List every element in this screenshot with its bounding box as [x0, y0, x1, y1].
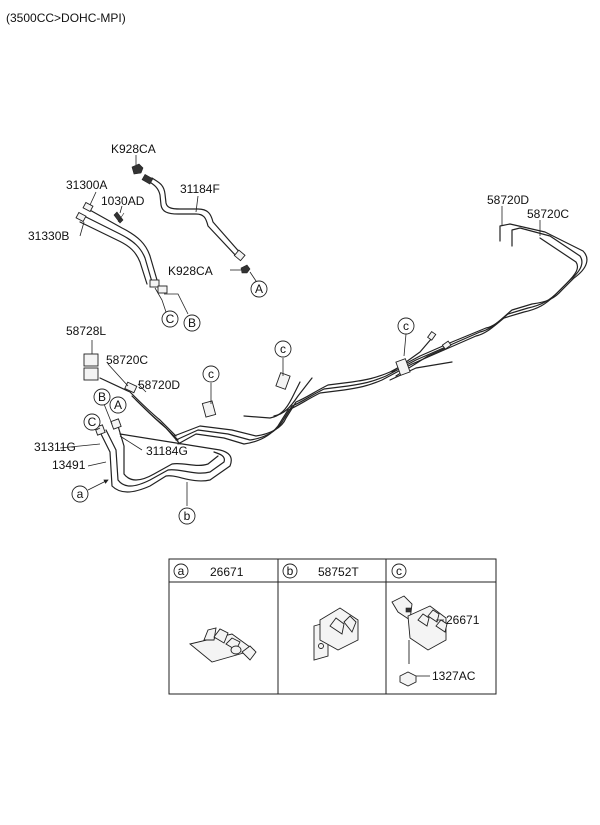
bundle-clamp-3: [395, 358, 411, 376]
bundle-clamp-1: [275, 372, 291, 390]
branch-end-1: [427, 330, 437, 341]
legend-table: a 26671 b 58752T c: [168, 558, 497, 695]
clip-58752t-illustration: [313, 607, 359, 661]
connector-c: [149, 279, 160, 288]
connector-b: [157, 285, 168, 294]
callout-b-letter: b: [184, 509, 191, 523]
legend-c-part-1: 26671: [446, 613, 480, 627]
branch-end-2: [441, 340, 452, 350]
label-31184f: 31184F: [180, 182, 220, 196]
legend-a-part: 26671: [210, 565, 244, 579]
label-1030ad: 1030AD: [101, 194, 145, 208]
bracket-58728l-lower: [83, 367, 99, 381]
label-31300a: 31300A: [66, 178, 107, 192]
callout-c-2: [274, 340, 292, 358]
callout-B-lower: [93, 388, 111, 406]
tube-end-1: [82, 201, 94, 213]
legend-c-part-2: 1327AC: [432, 669, 476, 683]
hose-end-fitting: [233, 249, 246, 262]
label-58720c-left: 58720C: [106, 353, 148, 367]
clip-k928ca-top: [131, 163, 144, 175]
label-13491: 13491: [52, 458, 86, 472]
lower-fitting-2: [110, 418, 122, 430]
callout-c-1-letter: c: [403, 319, 409, 333]
callout-C-lower: [83, 413, 101, 431]
diagram-title: (3500CC>DOHC-MPI): [6, 11, 126, 25]
legend-frame: [168, 558, 497, 695]
callout-a: [71, 485, 89, 503]
callout-C-lower-letter: C: [88, 415, 97, 429]
callout-c-3: [202, 365, 220, 383]
hose-clamp: [141, 173, 154, 185]
label-31330b: 31330B: [28, 229, 69, 243]
label-58728l: 58728L: [66, 324, 106, 338]
callout-B-lower-letter: B: [98, 390, 106, 404]
clamp-with-bolt-illustration: [391, 595, 448, 687]
clip-k928ca-mid: [240, 264, 251, 274]
fuel-line-bundle: 58720D 58720C 58728L 58720C 58720D 31311…: [34, 193, 588, 525]
legend-b-part: 58752T: [318, 565, 359, 579]
bundle-clamp-2: [201, 400, 217, 418]
callout-A-top: [250, 280, 268, 298]
legend-b-letter: b: [287, 564, 294, 578]
callout-c-1: [397, 317, 415, 335]
tube-end-2: [75, 211, 87, 223]
callout-A-lower: [109, 396, 127, 414]
label-k928ca-top: K928CA: [111, 142, 156, 156]
callout-c-3-letter: c: [208, 367, 214, 381]
callout-C-top: [161, 310, 179, 328]
callout-a-letter: a: [77, 487, 84, 501]
label-31184g: 31184G: [146, 444, 188, 458]
callout-c-2-letter: c: [280, 342, 286, 356]
callout-A-top-letter: A: [255, 282, 263, 296]
label-58720c-right: 58720C: [527, 207, 569, 221]
label-31311g: 31311G: [34, 440, 76, 454]
label-58720d-left: 58720D: [138, 378, 180, 392]
vapor-tube-assembly: K928CA 31300A 1030AD 31184F 31330B K928C…: [28, 142, 268, 332]
label-k928ca-mid: K928CA: [168, 264, 213, 278]
callout-A-lower-letter: A: [114, 398, 122, 412]
label-58720d-right: 58720D: [487, 193, 529, 207]
legend-a-letter: a: [178, 564, 185, 578]
callout-b: [178, 507, 196, 525]
clip-58720c-left: [124, 381, 138, 394]
callout-C-top-letter: C: [166, 312, 175, 326]
legend-b-marker: [282, 563, 298, 579]
legend-c-marker: [391, 563, 407, 579]
clip-1030ad: [113, 211, 125, 224]
callout-B-top-letter: B: [188, 316, 196, 330]
clip-26671-illustration: [189, 627, 257, 663]
callout-B-top: [183, 314, 201, 332]
bracket-58728l-upper: [83, 353, 99, 367]
legend-c-letter: c: [396, 564, 402, 578]
legend-a-marker: [173, 563, 189, 579]
